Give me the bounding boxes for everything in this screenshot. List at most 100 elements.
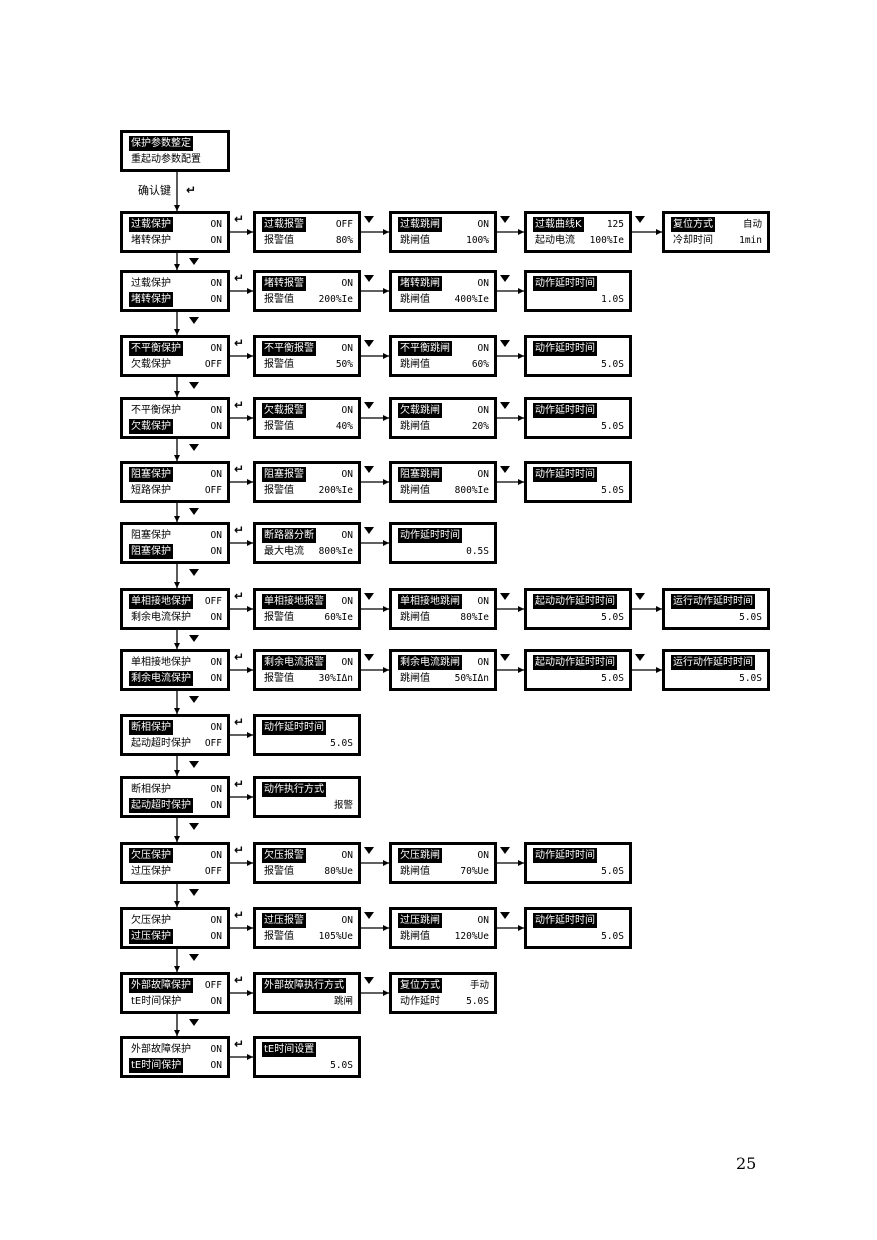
setting-line1-value: 125 bbox=[606, 219, 624, 230]
enter-icon: ↵ bbox=[234, 1037, 245, 1051]
enter-arrow bbox=[247, 479, 253, 485]
setting-line2-value: 5.0S bbox=[601, 612, 624, 623]
next-arrow bbox=[518, 353, 524, 359]
setting-line2-value: 40% bbox=[335, 421, 353, 432]
down-key-icon bbox=[189, 508, 199, 515]
menu-line1-value: ON bbox=[210, 343, 222, 354]
setting-line1-label: 剩余电流报警 bbox=[262, 655, 326, 670]
menu-line2-value: ON bbox=[210, 294, 222, 305]
setting-line2-label: 冷却时间 bbox=[673, 235, 713, 246]
setting-line2-value: 100% bbox=[466, 235, 489, 246]
setting-line1-row: 动作延时时间 bbox=[531, 276, 625, 291]
enter-icon: ↵ bbox=[234, 777, 245, 791]
next-arrow bbox=[383, 540, 389, 546]
menu-line2-value: OFF bbox=[204, 359, 222, 370]
down-key-icon bbox=[189, 635, 199, 642]
menu-line2-value: ON bbox=[210, 996, 222, 1007]
setting-line2-row: 5.0S bbox=[260, 1058, 354, 1073]
setting-line1-row: 动作延时时间 bbox=[531, 848, 625, 863]
down-key-icon bbox=[364, 912, 374, 919]
menu-line2-row: 欠载保护 OFF bbox=[127, 357, 223, 372]
setting-line1-value: ON bbox=[341, 915, 353, 926]
enter-icon: ↵ bbox=[234, 973, 245, 987]
setting-box: 起动动作延时时间 5.0S bbox=[524, 588, 632, 630]
setting-line2-value: 80% bbox=[335, 235, 353, 246]
enter-arrow bbox=[247, 288, 253, 294]
enter-icon: ↵ bbox=[234, 398, 245, 412]
setting-line2-row: 5.0S bbox=[531, 357, 625, 372]
setting-line2-value: 200%Ie bbox=[318, 294, 353, 305]
setting-line2-value: 50%IΔn bbox=[454, 673, 489, 684]
setting-line1-row: 动作延时时间 bbox=[531, 403, 625, 418]
spine-arrow bbox=[174, 708, 180, 714]
setting-line2-value: 0.5S bbox=[466, 546, 489, 557]
setting-line1-label: 动作延时时间 bbox=[262, 720, 326, 735]
setting-line2-value: 5.0S bbox=[601, 866, 624, 877]
setting-line1-label: 单相接地跳闸 bbox=[398, 594, 462, 609]
setting-line1-row: 起动动作延时时间 bbox=[531, 594, 625, 609]
enter-icon: ↵ bbox=[234, 589, 245, 603]
menu-line1-label: 单相接地保护 bbox=[129, 594, 193, 609]
enter-arrow bbox=[247, 860, 253, 866]
menu-line2-label: tE时间保护 bbox=[131, 996, 182, 1007]
next-arrow bbox=[518, 606, 524, 612]
setting-line1-row: 运行动作延时时间 bbox=[669, 594, 763, 609]
spine-arrow bbox=[174, 205, 180, 211]
setting-line2-label: 报警值 bbox=[264, 673, 294, 684]
down-key-icon bbox=[189, 889, 199, 896]
menu-line2-label: 起动超时保护 bbox=[131, 738, 191, 749]
setting-line2-row: 5.0S bbox=[531, 671, 625, 686]
setting-line1-label: 剩余电流跳闸 bbox=[398, 655, 462, 670]
setting-line1-value: ON bbox=[341, 343, 353, 354]
down-key-icon bbox=[189, 761, 199, 768]
setting-line1-label: 欠载跳闸 bbox=[398, 403, 442, 418]
down-key-icon bbox=[635, 216, 645, 223]
down-key-icon bbox=[364, 527, 374, 534]
setting-line2-label: 起动电流 bbox=[535, 235, 575, 246]
setting-line2-row: 5.0S bbox=[531, 483, 625, 498]
setting-line2-value: 800%Ie bbox=[454, 485, 489, 496]
menu-line2-label: 欠载保护 bbox=[131, 359, 171, 370]
setting-line2-value: 60%Ie bbox=[324, 612, 353, 623]
setting-line2-value: 105%Ue bbox=[318, 931, 353, 942]
setting-line2-value: 20% bbox=[471, 421, 489, 432]
setting-line2-label: 跳闸值 bbox=[400, 485, 430, 496]
setting-line1-label: 动作延时时间 bbox=[533, 848, 597, 863]
setting-line1-value: 手动 bbox=[469, 980, 489, 991]
setting-line1-label: 过载跳闸 bbox=[398, 217, 442, 232]
setting-line2-label: 动作延时 bbox=[400, 996, 440, 1007]
setting-line2-value: 5.0S bbox=[601, 931, 624, 942]
menu-line1-value: ON bbox=[210, 219, 222, 230]
down-key-icon bbox=[364, 466, 374, 473]
menu-line1-value: ON bbox=[210, 657, 222, 668]
setting-line1-value: ON bbox=[341, 657, 353, 668]
setting-line2-label: 报警值 bbox=[264, 421, 294, 432]
